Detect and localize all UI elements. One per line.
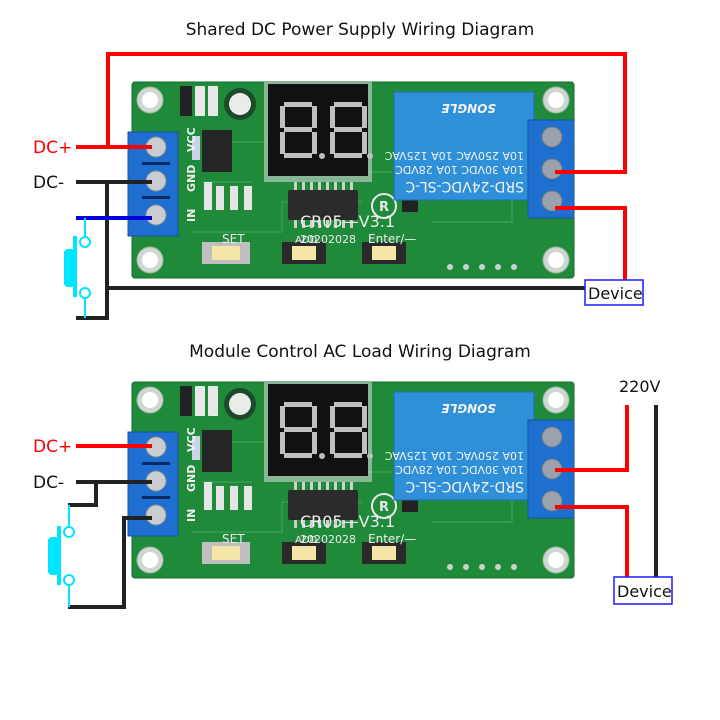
device-label: Device	[617, 582, 672, 601]
button-label-add: ADD	[295, 535, 318, 546]
dc-plus-label: DC+	[33, 138, 72, 158]
board-date-label: 20202028	[300, 233, 356, 246]
dc-minus-label: DC-	[33, 473, 64, 493]
diagram-2: CR05—V3.1 20202028 SET ADD Enter/— DC+ D…	[33, 377, 673, 609]
diagram-1-title: Shared DC Power Supply Wiring Diagram	[185, 20, 535, 40]
board-model-label: CR05—V3.1	[300, 212, 395, 231]
relay-no-to-device-wire	[555, 505, 629, 578]
dc-plus-label: DC+	[33, 437, 72, 457]
relay-no-to-device-wire	[555, 206, 627, 284]
board-model-label: CR05—V3.1	[300, 512, 395, 531]
diagram-1: CR05—V3.1 20202028 SET ADD Enter/— DC+ D…	[33, 52, 644, 320]
dc-minus-to-switch-wire	[68, 482, 98, 507]
dc-minus-to-switch-wire	[76, 182, 109, 320]
button-label-set: SET	[222, 532, 245, 546]
relay-com-to-220v-wire	[555, 405, 629, 472]
dc-plus-to-relay-com-wire	[106, 52, 627, 174]
device-box	[584, 279, 644, 306]
ac-220v-label: 220V	[619, 377, 661, 396]
push-button-switch	[64, 218, 91, 318]
signal-in-to-switch-wire	[68, 516, 152, 609]
relay-module-board	[127, 81, 575, 279]
button-label-set: SET	[222, 232, 245, 246]
board-date-label: 20202028	[300, 533, 356, 546]
device-label: Device	[588, 284, 643, 303]
device-box	[613, 576, 673, 605]
push-button-switch	[48, 505, 75, 607]
button-label-enter: Enter/—	[368, 232, 416, 246]
button-label-add: ADD	[295, 235, 318, 246]
relay-module-board	[127, 381, 575, 579]
dc-minus-label: DC-	[33, 173, 64, 193]
diagram-2-title: Module Control AC Load Wiring Diagram	[189, 342, 531, 362]
button-label-enter: Enter/—	[368, 532, 416, 546]
